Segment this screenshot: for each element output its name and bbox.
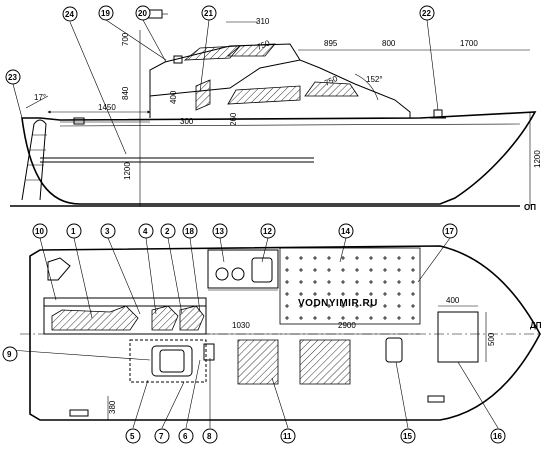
svg-text:400: 400 (169, 90, 178, 104)
callout-24: 24 (65, 10, 74, 19)
callout-19: 19 (101, 9, 110, 18)
callout-6: 6 (183, 432, 188, 441)
svg-text:310: 310 (256, 17, 270, 26)
berth (279, 247, 421, 325)
svg-text:260: 260 (229, 112, 238, 126)
svg-text:380: 380 (108, 400, 117, 414)
console (129, 339, 207, 383)
cabin-window (227, 85, 301, 105)
windshield-side (195, 79, 211, 111)
stove-burner-left (215, 267, 229, 281)
callout-13: 13 (215, 227, 224, 236)
svg-text:840: 840 (121, 86, 130, 100)
svg-text:800: 800 (382, 39, 396, 48)
callout-12: 12 (263, 227, 272, 236)
callout-4: 4 (143, 227, 148, 236)
callout-7: 7 (159, 432, 164, 441)
forward-hatch (437, 311, 479, 363)
callout-21: 21 (204, 9, 213, 18)
helm-seat (237, 339, 279, 385)
svg-text:1200: 1200 (123, 162, 132, 180)
plan-hull-outline (29, 245, 541, 421)
callout-18: 18 (185, 227, 194, 236)
callouts-top: 10 1 3 4 2 18 13 12 14 (32, 223, 458, 319)
svg-text:2900: 2900 (338, 321, 356, 330)
cleat-aft (69, 409, 89, 417)
anchor-locker (385, 337, 403, 363)
engine (51, 305, 139, 331)
side-view: ОП 700 840 1200 400 300 260 (5, 5, 542, 212)
callout-5: 5 (130, 432, 135, 441)
callout-2: 2 (165, 227, 170, 236)
steering-panel (151, 345, 193, 377)
callout-14: 14 (341, 227, 350, 236)
svg-text:700: 700 (121, 32, 130, 46)
svg-text:400: 400 (446, 296, 460, 305)
svg-text:1450: 1450 (98, 103, 116, 112)
hull-outline (21, 111, 537, 205)
callout-16: 16 (493, 432, 502, 441)
callout-17: 17 (445, 227, 454, 236)
callout-22: 22 (422, 9, 431, 18)
cleat-fwd (427, 395, 445, 403)
callout-20: 20 (138, 9, 147, 18)
svg-text:1700: 1700 (460, 39, 478, 48)
callout-15: 15 (403, 432, 412, 441)
svg-text:1030: 1030 (232, 321, 250, 330)
stove-burner-right (231, 267, 245, 281)
galley (207, 249, 279, 289)
callout-23: 23 (8, 73, 17, 82)
svg-text:152°: 152° (366, 75, 383, 84)
baseline-label: ОП (524, 203, 536, 212)
antenna-mount (173, 55, 183, 64)
plan-view: ДП 1030 2900 400 500 (2, 223, 542, 444)
callout-9: 9 (7, 350, 12, 359)
watermark: VODNYIMIR.RU (298, 298, 378, 309)
callout-1: 1 (71, 227, 76, 236)
callouts-bottom: 9 5 7 6 8 11 15 16 (2, 346, 506, 444)
passenger-seat (299, 339, 351, 385)
svg-text:895: 895 (324, 39, 338, 48)
callout-8: 8 (207, 432, 212, 441)
svg-text:17°: 17° (34, 93, 46, 102)
svg-text:300: 300 (180, 117, 194, 126)
swim-ladder (21, 119, 47, 201)
callout-10: 10 (35, 227, 44, 236)
sink (251, 257, 273, 283)
svg-text:1200: 1200 (533, 150, 542, 168)
centerline-label: ДП (530, 321, 542, 330)
svg-text:500: 500 (487, 332, 496, 346)
front-window (304, 81, 359, 97)
callout-3: 3 (105, 227, 110, 236)
callout-11: 11 (283, 432, 292, 441)
